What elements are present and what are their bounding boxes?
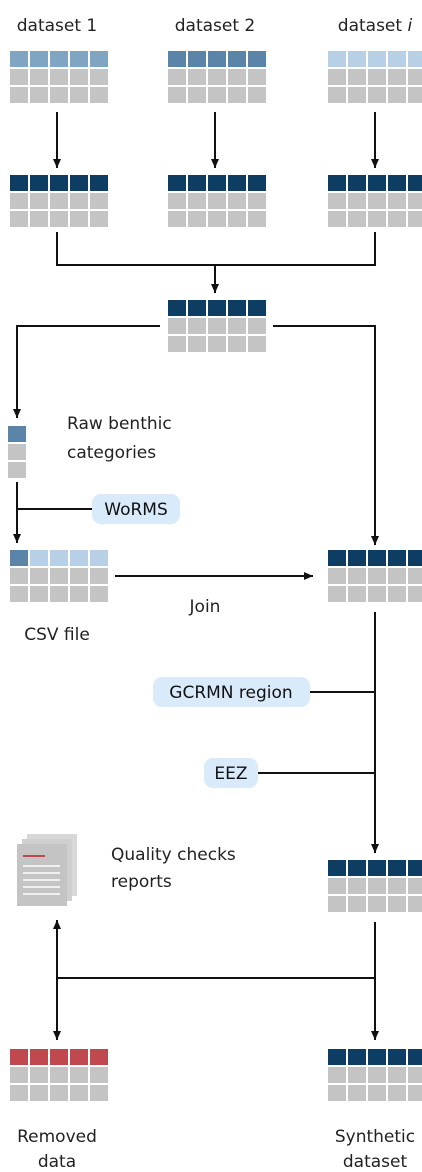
table-icons [8, 51, 422, 1101]
table-dataset-2 [168, 51, 266, 103]
table-raw-categories [8, 426, 26, 478]
label-dataset-2: dataset 2 [175, 16, 256, 36]
tag-worms: WoRMS [92, 494, 180, 524]
table-final [328, 860, 422, 912]
tag-eez: EEZ [204, 758, 258, 788]
label-raw-benthic-line1: Raw benthic [67, 414, 172, 434]
label-raw-benthic-line2: categories [67, 443, 156, 463]
merge-connector [56, 232, 376, 266]
table-standardized-i [328, 175, 422, 227]
table-removed-data [10, 1049, 108, 1101]
label-join: Join [189, 597, 221, 617]
table-synthetic-dataset [328, 1049, 422, 1101]
table-dataset-1 [10, 51, 108, 103]
label-dataset-i: dataset i [338, 16, 413, 36]
table-standardized-1 [10, 175, 108, 227]
svg-text:EEZ: EEZ [214, 764, 247, 784]
label-synthetic-line2: dataset [343, 1152, 408, 1172]
document-stack-icon [17, 834, 77, 906]
arrow-combined-to-raw [13, 325, 160, 418]
table-dataset-i [328, 51, 422, 103]
label-synthetic-line1: Synthetic [335, 1127, 415, 1147]
svg-text:GCRMN region: GCRMN region [169, 683, 292, 703]
label-quality-line2: reports [111, 872, 172, 892]
table-csv-file [10, 550, 108, 602]
tag-gcrmn-region: GCRMN region [153, 677, 310, 707]
table-combined [168, 300, 266, 352]
connectors [13, 112, 379, 1040]
arrow-combined-to-joined [273, 325, 379, 545]
label-removed-line1: Removed [17, 1127, 97, 1147]
label-removed-line2: data [38, 1152, 76, 1172]
table-joined [328, 550, 422, 602]
svg-text:WoRMS: WoRMS [104, 500, 167, 520]
table-standardized-2 [168, 175, 266, 227]
label-quality-line1: Quality checks [111, 845, 236, 865]
label-csv-file: CSV file [24, 625, 90, 645]
label-dataset-1: dataset 1 [17, 16, 98, 36]
